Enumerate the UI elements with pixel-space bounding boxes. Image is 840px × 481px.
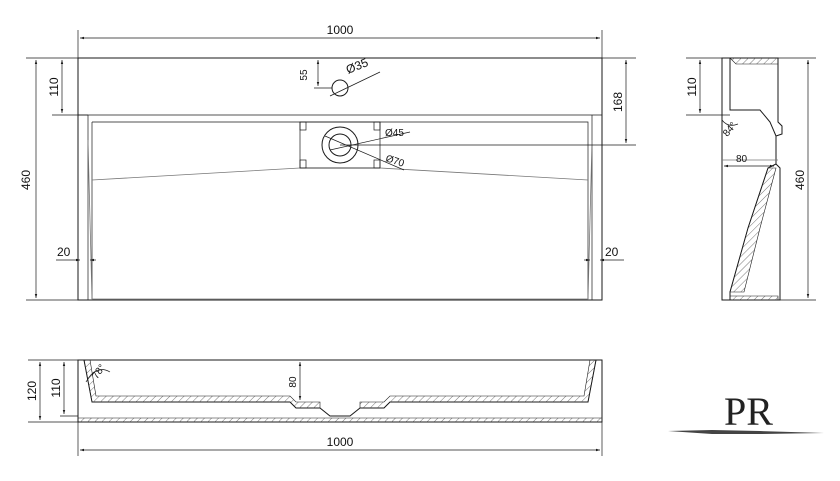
waste-outer-label: Ø70 [384, 153, 406, 169]
front-view: 120 110 78° 80 1000 [25, 359, 603, 456]
side-angle-label: 84° [721, 120, 739, 139]
waste-inner-label: Ø45 [385, 128, 404, 139]
side-depth-label: 460 [793, 170, 807, 190]
top-width-label: 1000 [327, 23, 354, 37]
logo-text: PR [724, 389, 773, 434]
side-rim-label: 110 [685, 77, 699, 96]
top-depth-label: 460 [19, 170, 33, 190]
side-view: 110 84° 80 460 [685, 57, 816, 301]
side-outlet-label: 80 [736, 154, 748, 165]
front-basin-depth-label: 80 [288, 376, 299, 388]
waste-offset-label: 168 [611, 92, 625, 112]
wall-right-label: 20 [605, 245, 619, 259]
front-hatch-left [83, 359, 321, 409]
top-view: 1000 460 110 55 Ø35 168 Ø45 Ø70 20 20 [19, 23, 636, 301]
top-basin-outline [87, 115, 593, 300]
brand-logo: PR [668, 389, 824, 434]
front-width-label: 1000 [327, 435, 354, 449]
hole-offset-label: 55 [299, 69, 310, 81]
side-hatch [729, 167, 777, 293]
front-rim-label: 110 [49, 378, 63, 397]
front-outline [77, 359, 603, 423]
front-hatch-right [359, 359, 597, 409]
front-height-label: 120 [25, 381, 39, 401]
top-outline [77, 57, 603, 301]
wall-left-label: 20 [57, 245, 71, 259]
top-rim-label: 110 [47, 77, 61, 96]
